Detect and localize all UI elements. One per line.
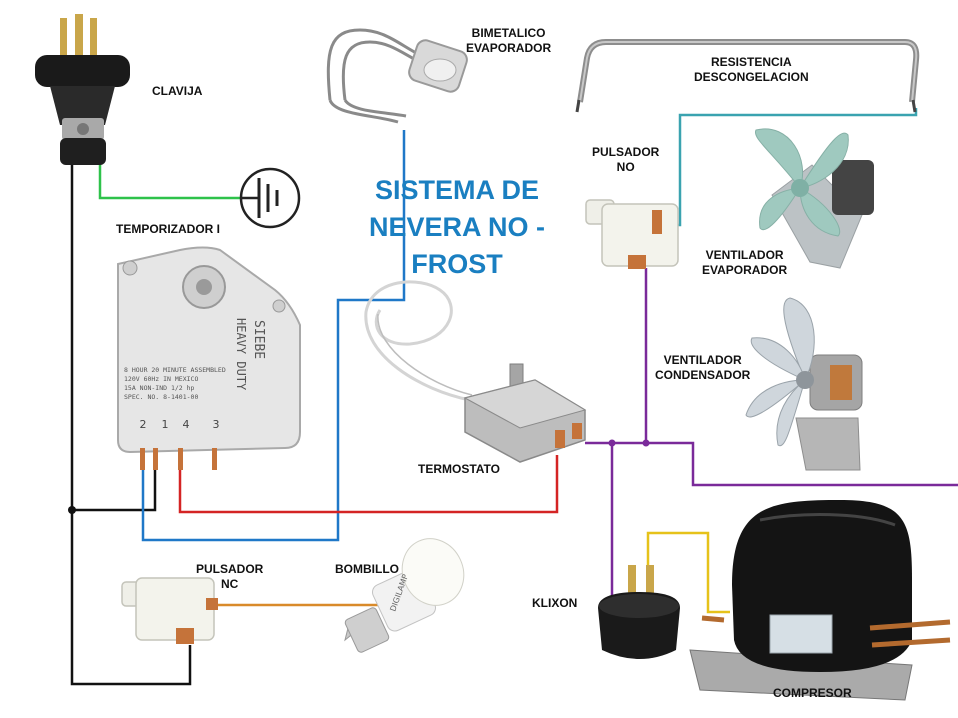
title-line-3: FROST — [411, 249, 503, 279]
bulb-icon: DIGILAMP — [344, 538, 465, 653]
wire-junction-2 — [608, 439, 616, 447]
thermostat-icon — [364, 280, 587, 463]
label-pulsador-no: PULSADOR NO — [592, 145, 660, 174]
timer-text-line-3: 15A NON-IND 1/2 hp — [124, 384, 195, 392]
timer-brand: SIEBE — [251, 320, 266, 359]
label-pulsador-nc: PULSADOR NC — [196, 562, 264, 591]
wire-black-main — [70, 165, 192, 686]
ground-symbol-icon — [239, 167, 301, 229]
label-klixon: KLIXON — [532, 596, 578, 610]
page-title: SISTEMA DE NEVERA NO - FROST — [352, 172, 562, 283]
label-compresor: COMPRESOR — [773, 686, 852, 700]
timer-text-line-2: 120V 60Hz IN MEXICO — [124, 375, 198, 383]
timer-text-line-1: 8 HOUR 20 MINUTE ASSEMBLED — [124, 366, 226, 374]
timer-icon: SIEBE HEAVY DUTY 8 HOUR 20 MINUTE ASSEMB… — [117, 246, 301, 470]
timer-text-line-4: SPEC. NO. 8-1401-00 — [124, 393, 198, 401]
heater-icon — [575, 39, 920, 113]
timer-terminal-1: 1 — [162, 418, 169, 431]
plug-icon — [35, 14, 130, 165]
klixon-icon — [598, 565, 680, 659]
wire-purple-main — [585, 441, 958, 487]
bimetal-icon — [326, 28, 468, 124]
wire-blue — [141, 130, 406, 542]
label-bombillo: BOMBILLO — [335, 562, 399, 576]
fan-condenser-icon — [745, 297, 863, 471]
title-line-1: SISTEMA DE — [374, 175, 540, 205]
wire-black-timer — [72, 468, 157, 512]
label-termostato: TERMOSTATO — [418, 462, 500, 476]
fan-evaporator-icon — [754, 128, 874, 269]
timer-terminal-3: 3 — [213, 418, 220, 431]
label-ventilador-evaporador: VENTILADOR EVAPORADOR — [702, 248, 788, 277]
timer-terminal-4: 4 — [183, 418, 190, 431]
push-button-no-icon — [585, 199, 679, 269]
compressor-icon — [689, 500, 951, 701]
timer-model: HEAVY DUTY — [234, 318, 248, 391]
timer-terminal-2: 2 — [140, 418, 147, 431]
wire-red — [178, 455, 559, 514]
label-resistencia: RESISTENCIA DESCONGELACION — [694, 55, 809, 84]
wire-junction-3 — [642, 439, 650, 447]
wire-junction — [68, 506, 76, 514]
wire-green-ground — [98, 160, 240, 200]
label-clavija: CLAVIJA — [152, 84, 203, 98]
label-temporizador: TEMPORIZADOR I — [116, 222, 220, 236]
push-button-nc-icon — [121, 577, 218, 644]
label-bimetalico: BIMETALICO EVAPORADOR — [466, 26, 552, 55]
title-line-2: NEVERA NO - — [368, 212, 545, 242]
label-ventilador-condensador: VENTILADOR CONDENSADOR — [655, 353, 751, 382]
